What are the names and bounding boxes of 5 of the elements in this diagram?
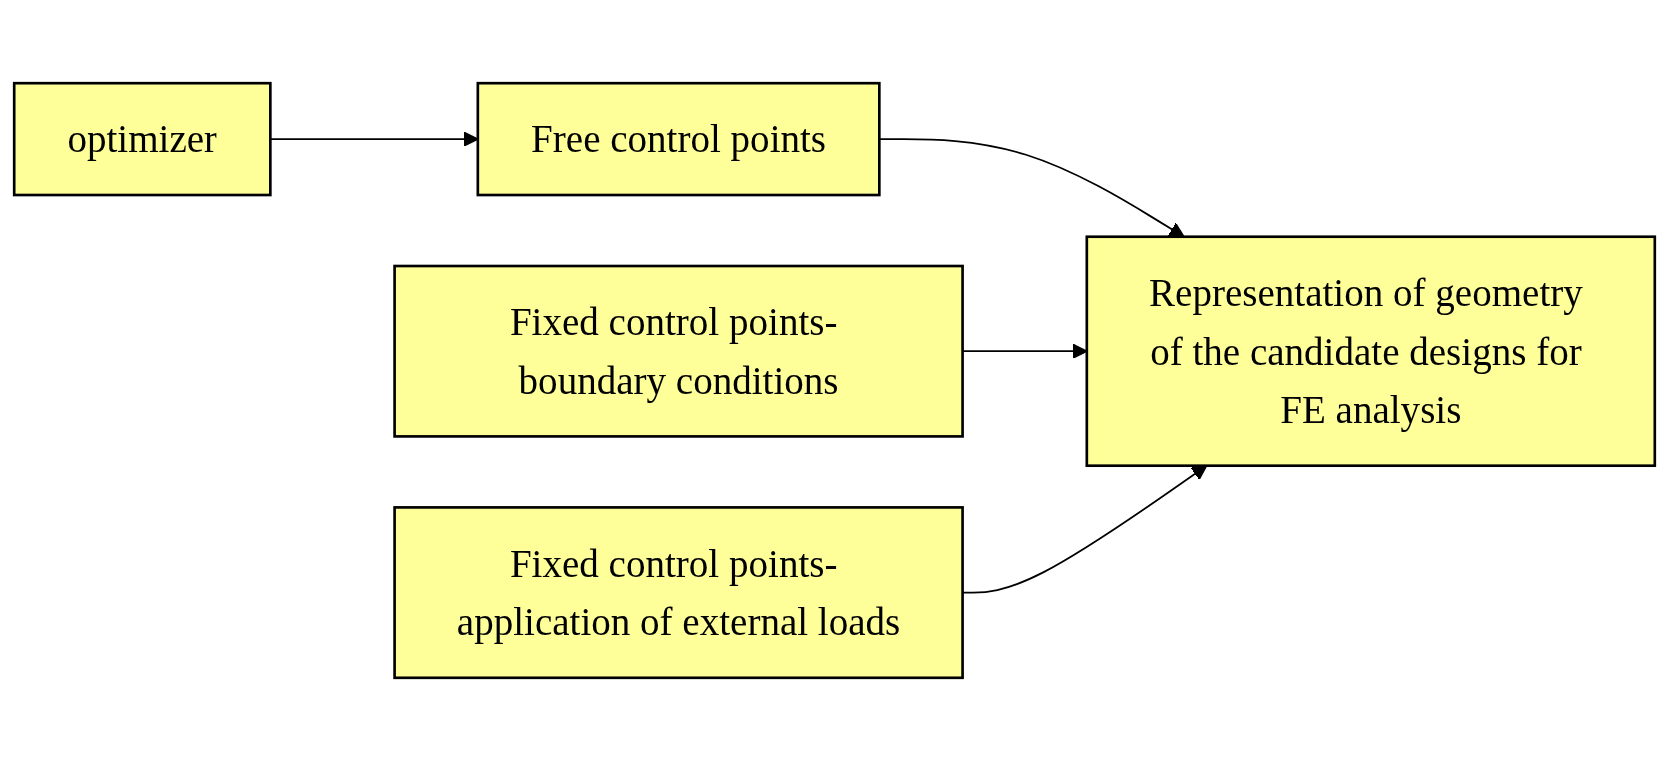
node-box: Representation of geometry of the candidate designs for FE analysis — [1085, 235, 1657, 468]
node-box: Free control points — [476, 81, 881, 197]
node-box: Fixed control points- application of external loads — [393, 506, 964, 680]
node-box: optimizer — [12, 81, 272, 197]
node-box: Fixed control points- boundary conditions — [393, 264, 964, 438]
